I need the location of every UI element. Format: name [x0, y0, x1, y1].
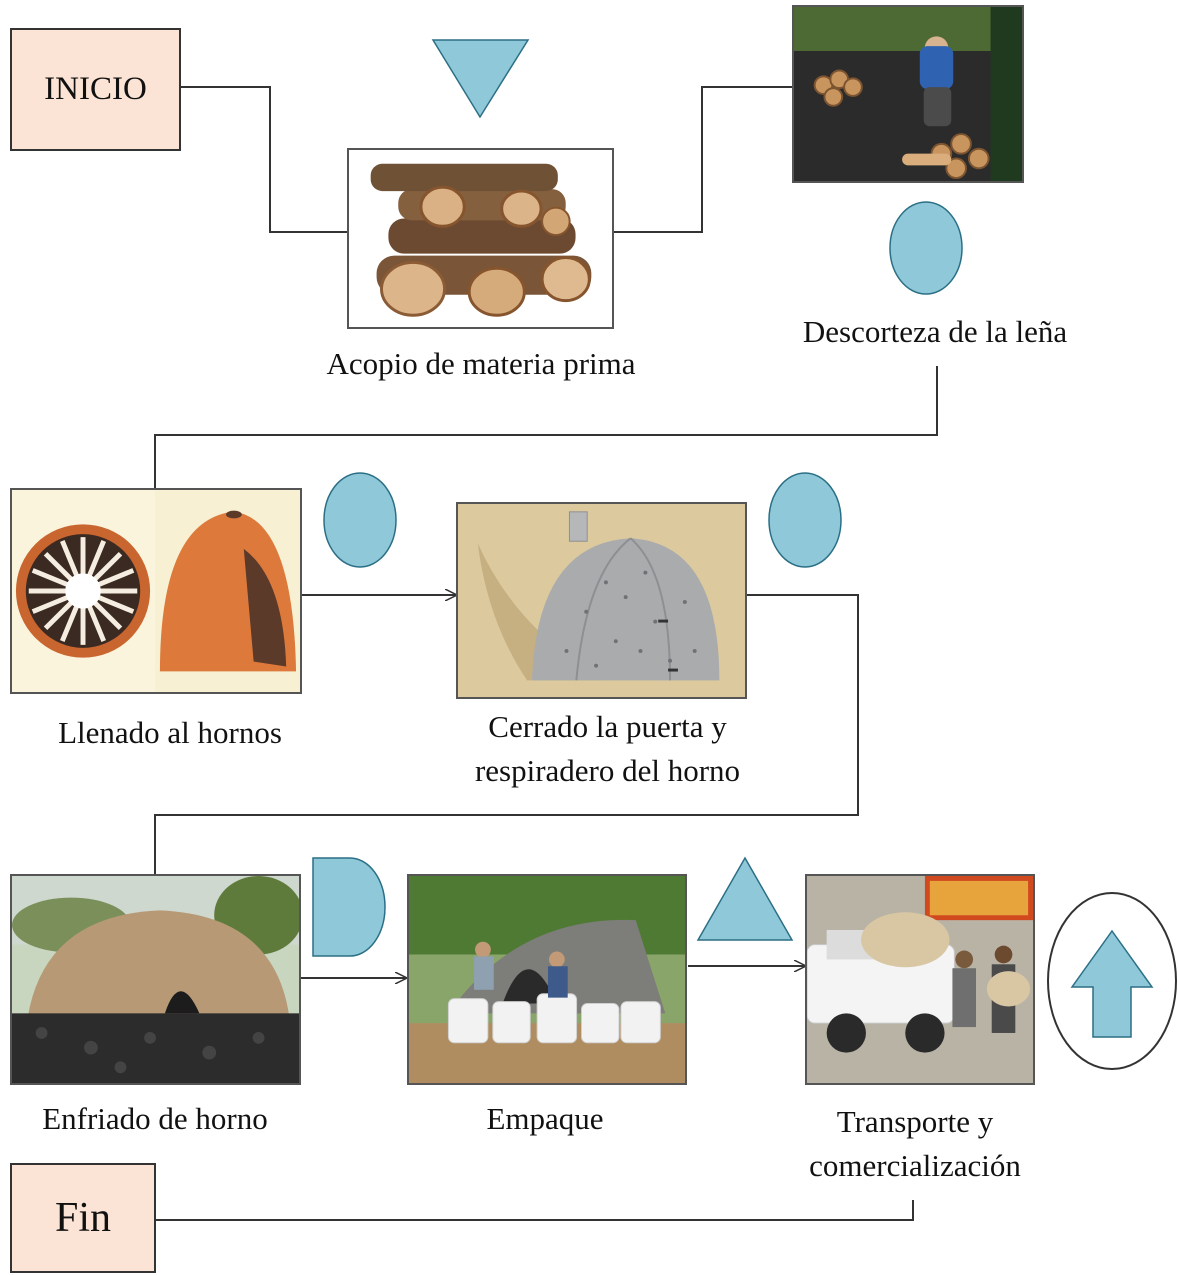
end-label: Fin [54, 1195, 112, 1241]
connector-start-to-acopio [180, 86, 347, 233]
connector-cerrado-to-enfriado [154, 594, 859, 874]
connector-transporte-to-fin [155, 1200, 914, 1221]
operation-circle-symbol-3 [768, 472, 842, 568]
delay-d-symbol [312, 857, 386, 957]
kiln-cooling-photo [10, 874, 301, 1085]
start-label: INICIO [44, 71, 147, 107]
closed-kiln-image [456, 502, 747, 699]
firewood-stack-image [347, 148, 614, 329]
packing-photo [407, 874, 687, 1085]
operation-circle-symbol-2 [323, 472, 397, 568]
step-label-empaque: Empaque [486, 1101, 604, 1136]
step-label-acopio: Acopio de materia prima [326, 346, 636, 381]
kiln-filling-image [10, 488, 302, 694]
storage-triangle-symbol [431, 39, 530, 119]
debarking-photo [792, 5, 1024, 183]
transport-photo [805, 874, 1035, 1085]
step-label-llenado: Llenado al hornos [58, 715, 282, 750]
step-label-cerrado: Cerrado la puerta y respiradero del horn… [474, 709, 741, 788]
end-box: Fin [10, 1163, 156, 1273]
step-label-transporte: Transporte y comercialización [809, 1104, 1021, 1183]
transport-up-arrow-icon [1070, 929, 1154, 1038]
inspection-triangle-symbol [696, 856, 794, 941]
connector-descorteza-to-llenado [154, 366, 938, 488]
step-label-descorteza: Descorteza de la leña [802, 314, 1068, 349]
connector-acopio-to-descorteza [613, 86, 793, 233]
step-label-enfriado: Enfriado de horno [42, 1101, 268, 1136]
operation-circle-symbol-1 [889, 201, 963, 295]
start-box: INICIO [10, 28, 181, 151]
